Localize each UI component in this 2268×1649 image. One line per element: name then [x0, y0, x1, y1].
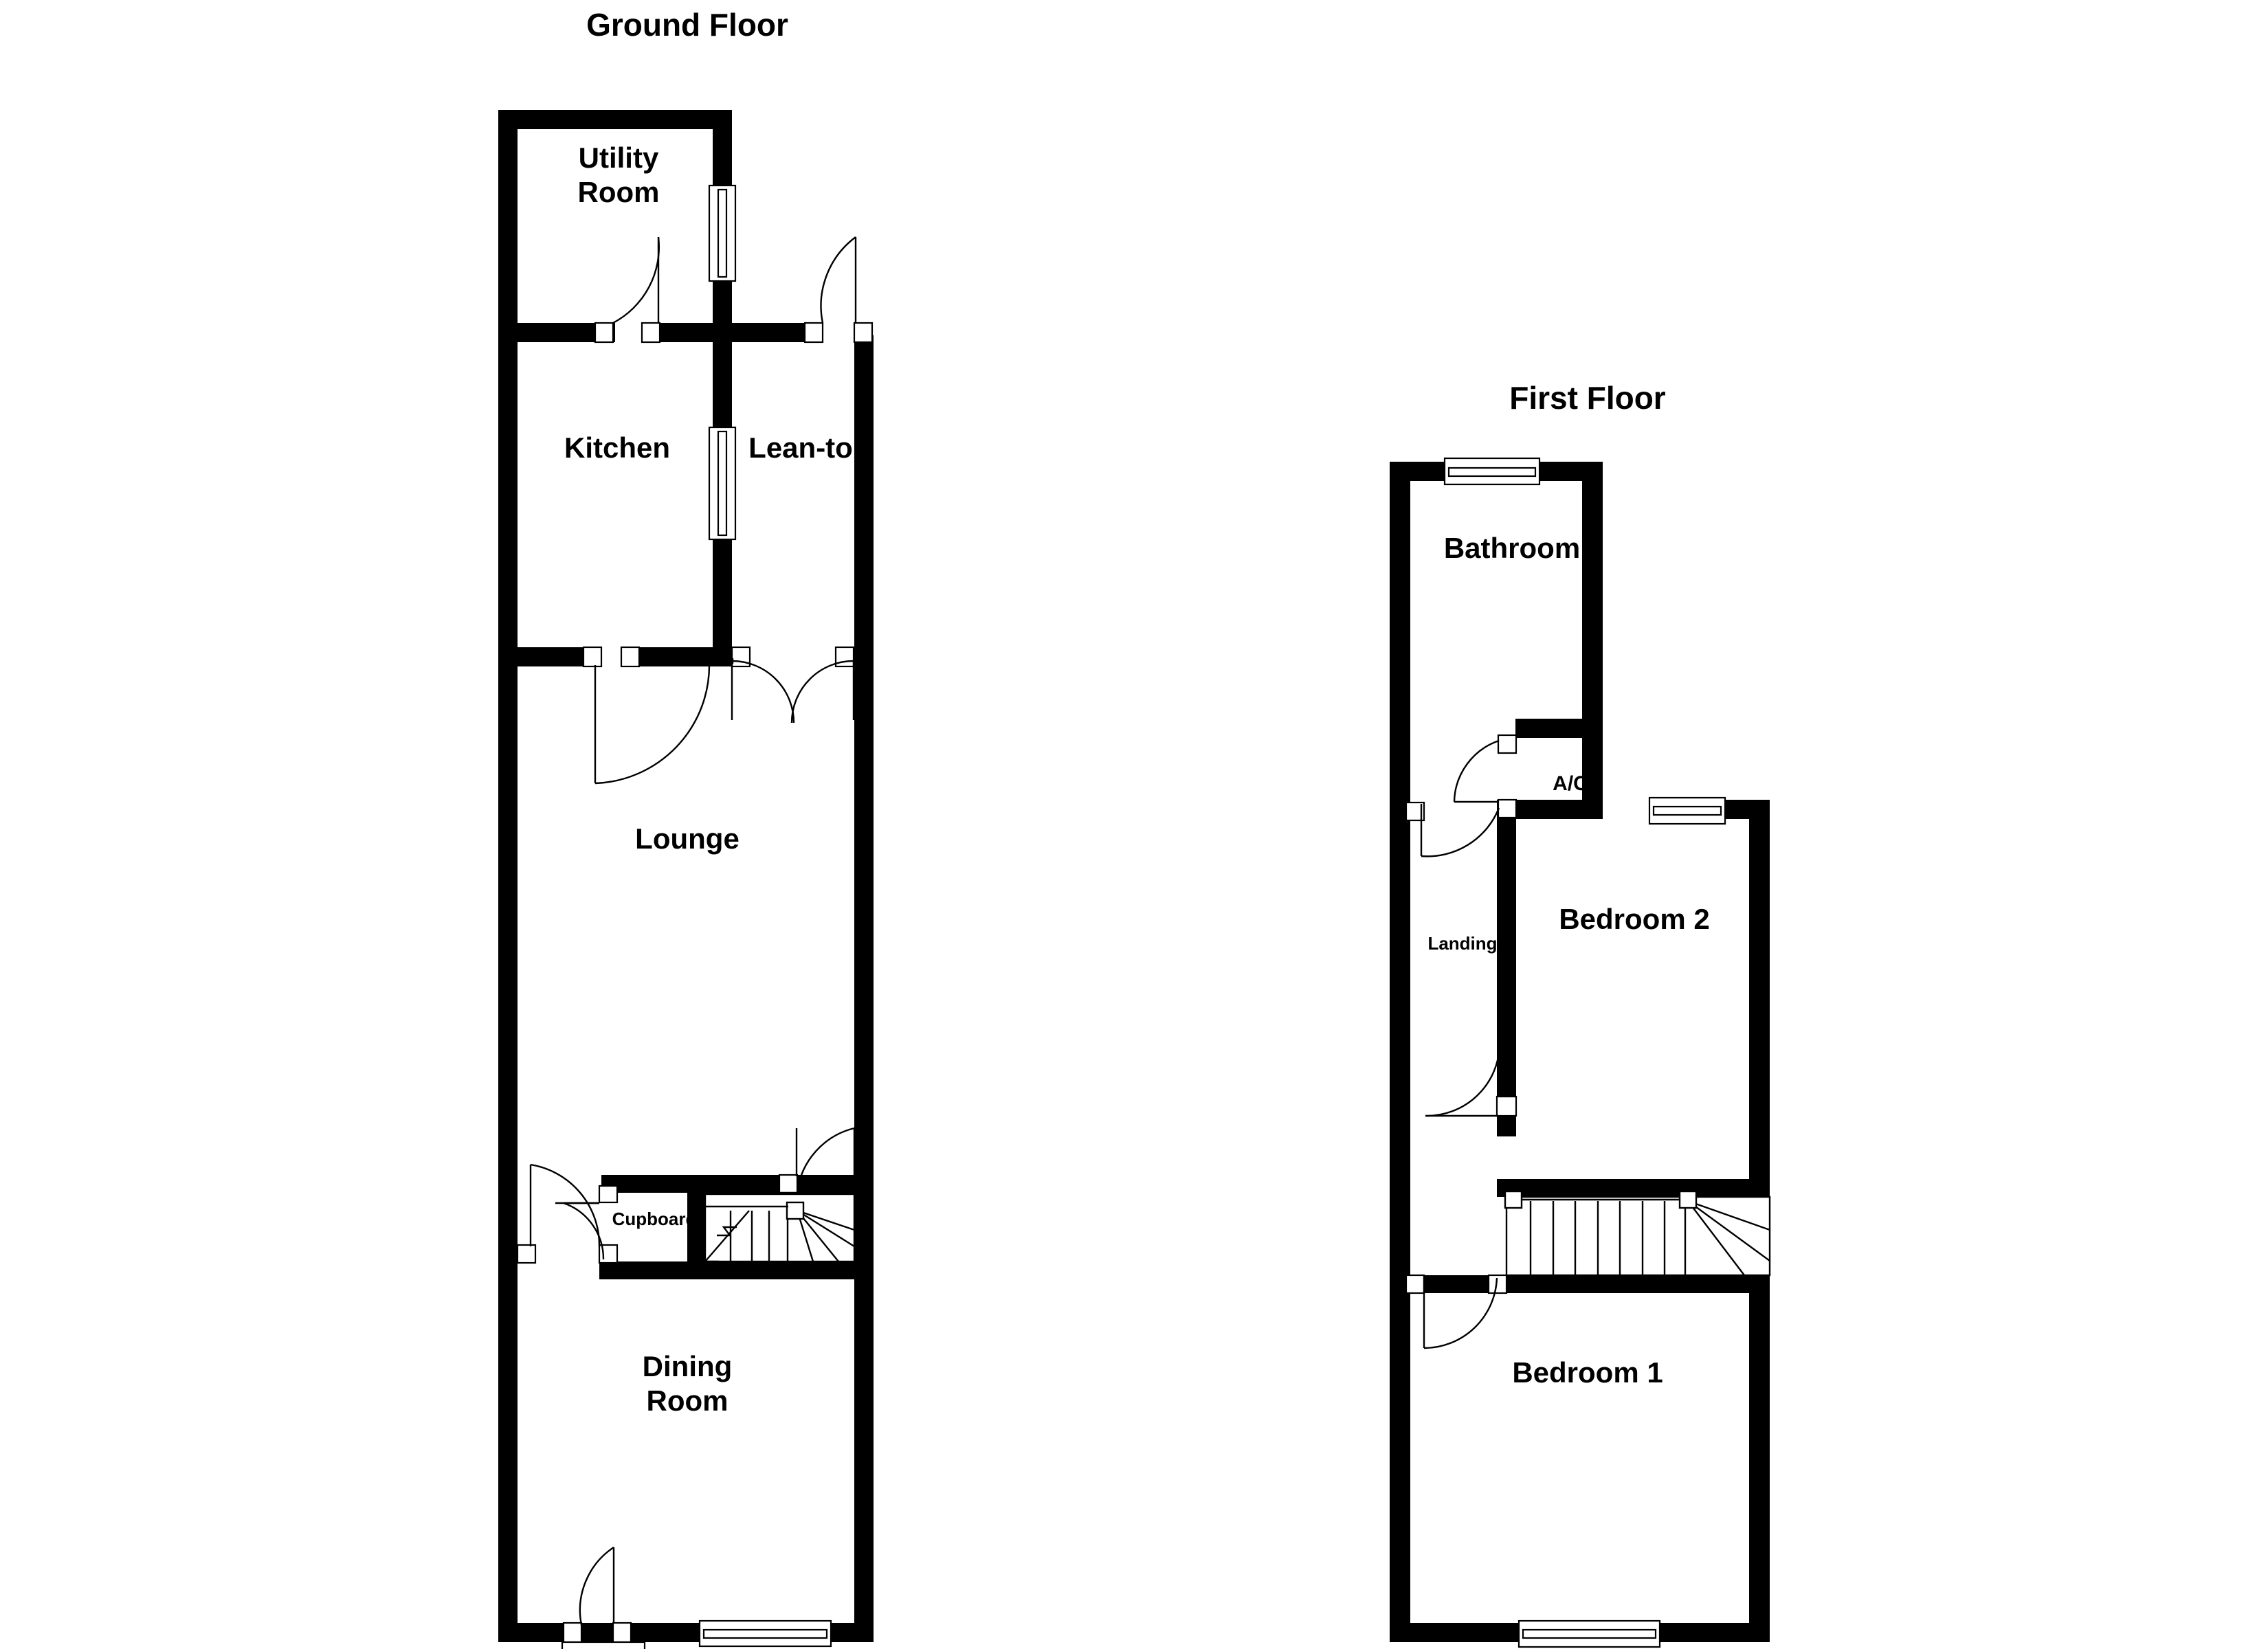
door-leanto-french	[731, 646, 855, 723]
door-hall-leanto	[803, 236, 874, 344]
ground-floor-doors	[516, 236, 874, 1649]
first-floor-group: First Floor	[1390, 380, 1771, 1648]
first-floor-walls	[1390, 462, 1770, 1642]
room-label-ac: A/C	[1553, 772, 1588, 795]
door-bathroom	[1405, 801, 1500, 857]
room-label-bedroom-2: Bedroom 2	[1559, 903, 1709, 935]
ground-floor-windows	[698, 184, 832, 1648]
room-label-bathroom: Bathroom	[1444, 532, 1580, 564]
first-floor-doors	[1405, 734, 1517, 1349]
door-kitchen-lounge	[582, 646, 711, 785]
door-bedroom-1	[1405, 1274, 1508, 1349]
ground-floor-labels: Utility Room Kitchen Lean-to Lounge Cupb…	[564, 142, 853, 1417]
room-label-dining-room: Dining	[643, 1350, 733, 1382]
window-utility-room	[708, 184, 737, 282]
door-utility-room	[594, 236, 661, 344]
room-label-kitchen: Kitchen	[564, 431, 670, 464]
room-label-lounge: Lounge	[635, 822, 740, 855]
first-floor-staircase	[1504, 1190, 1771, 1277]
room-label-landing: Landing	[1427, 933, 1497, 954]
room-label-leanto: Lean-to	[748, 431, 853, 464]
door-ac-cupboard	[1453, 734, 1517, 819]
window-bedroom-2	[1648, 796, 1726, 825]
room-label-utility-room: Utility	[579, 142, 659, 174]
first-floor-title: First Floor	[1509, 380, 1666, 416]
room-label-utility-room-2: Room	[578, 176, 660, 208]
window-dining-room	[698, 1619, 832, 1648]
room-label-bedroom-1: Bedroom 1	[1512, 1356, 1663, 1389]
door-lounge-hall	[516, 1163, 601, 1264]
ground-floor-staircase	[704, 1191, 856, 1263]
ground-floor-group: Ground Floor	[498, 7, 874, 1649]
door-dining-entry	[561, 1547, 646, 1649]
door-cupboard	[555, 1185, 619, 1264]
door-bedroom-2	[1425, 1044, 1517, 1117]
first-floor-windows	[1443, 457, 1726, 1648]
door-stairs	[778, 1127, 856, 1194]
room-label-dining-room-2: Room	[647, 1384, 729, 1417]
window-bathroom	[1443, 457, 1541, 486]
window-bedroom-1	[1517, 1619, 1661, 1648]
room-label-cupboard: Cupboard	[612, 1209, 697, 1229]
ground-floor-title: Ground Floor	[586, 7, 788, 43]
first-floor-labels: Bathroom A/C Landing Bedroom 2 Bedroom 1	[1427, 532, 1709, 1389]
window-kitchen-leanto	[708, 426, 737, 541]
